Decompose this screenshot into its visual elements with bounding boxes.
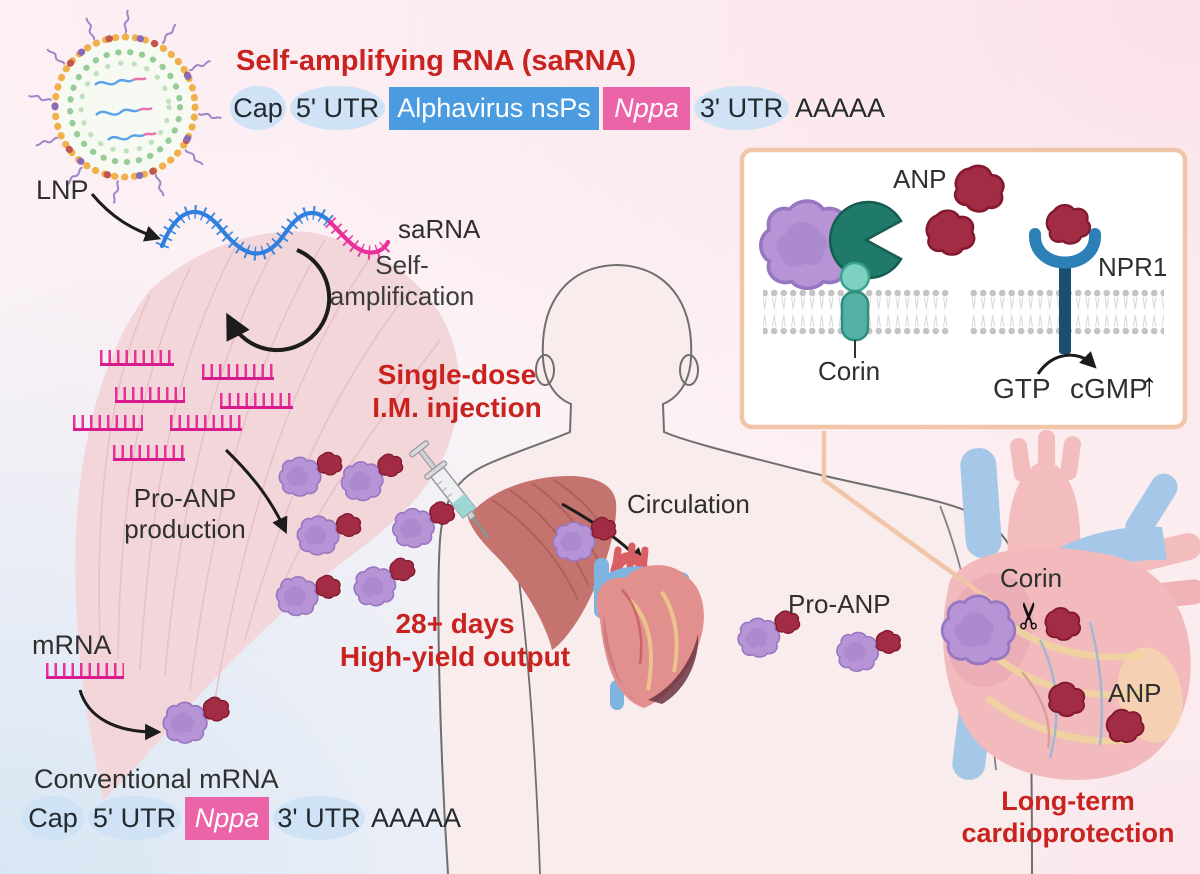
circulation-label: Circulation (627, 489, 750, 519)
mrna-construct: Cap 5' UTR Nppa 3' UTR AAAAA (22, 796, 461, 840)
sarna-construct: Cap 5' UTR Alphavirus nsPs Nppa 3' UTR A… (230, 86, 885, 130)
rna-strand (202, 364, 274, 380)
arrow-lnp-to-sarna (90, 193, 162, 242)
proanp-production-label: Pro-ANP production (124, 483, 246, 544)
rna-strand (73, 415, 143, 431)
inset-anp-label: ANP (893, 164, 947, 194)
mechanism-inset (739, 147, 1188, 430)
npr1-stem (1059, 262, 1071, 354)
self-amplification-cycle-arrow (226, 248, 332, 353)
utr5-element: 5' UTR (290, 86, 385, 130)
long-term-cardioprotection-label: Long-term cardioprotection (961, 786, 1175, 848)
heart-corin-label: Corin (1000, 563, 1063, 593)
gtp-label: GTP (993, 373, 1051, 404)
lnp-nanoparticle-illustration (27, 9, 223, 205)
utr3-element: 3' UTR (273, 796, 365, 840)
days-output-label: 28+ days High-yield output (339, 608, 571, 673)
conventional-mrna-title: Conventional mRNA (34, 764, 279, 794)
arrow-mrna-to-protein (78, 689, 162, 741)
inset-npr1-label: NPR1 (1098, 252, 1168, 282)
rna-strand (113, 445, 185, 461)
cgmp-label: cGMP (1070, 373, 1148, 404)
lnp-label: LNP (36, 175, 89, 205)
inset-corin-label: Corin (818, 356, 881, 386)
nppa-element: Nppa (603, 86, 690, 130)
polya-tail: AAAAA (371, 802, 462, 833)
scissors-icon: ✂ (1009, 599, 1051, 632)
small-heart-illustration (593, 542, 704, 710)
corin-enzyme (828, 200, 903, 280)
npr1-receptor (1029, 228, 1101, 269)
mrna-strand (46, 663, 124, 679)
proanp-circulating-label: Pro-ANP (788, 589, 891, 619)
muscle-tissue-illustration (75, 231, 460, 801)
cap-element: Cap (22, 796, 84, 840)
inset-released-anp (925, 209, 976, 256)
utr3-element: 3' UTR (694, 86, 789, 130)
gtp-to-cgmp-arrow (1036, 351, 1097, 375)
mrna-label: mRNA (32, 630, 112, 660)
single-dose-label: Single-dose I.M. injection (372, 359, 542, 424)
rna-strand (220, 393, 293, 409)
cap-element: Cap (230, 86, 286, 130)
cgmp-increase-icon: ↑ (1141, 366, 1158, 403)
alphavirus-nsps-element: Alphavirus nsPs (389, 86, 599, 130)
inset-callout-line (821, 431, 1000, 608)
rna-strand (115, 387, 185, 403)
rna-strand (100, 350, 174, 366)
utr5-element: 5' UTR (88, 796, 181, 840)
heart-anp-label: ANP (1108, 678, 1162, 708)
sarna-molecule-label: saRNA (398, 214, 481, 244)
syringe-illustration (409, 440, 490, 539)
sarna-title: Self-amplifying RNA (saRNA) (236, 45, 637, 77)
polya-tail: AAAAA (795, 92, 886, 123)
self-amplification-label: Self- amplification (329, 250, 475, 311)
nppa-element: Nppa (185, 796, 269, 840)
rna-strand (170, 415, 242, 431)
sarna-molecule (155, 205, 395, 261)
arrow-to-proanp (224, 448, 288, 534)
